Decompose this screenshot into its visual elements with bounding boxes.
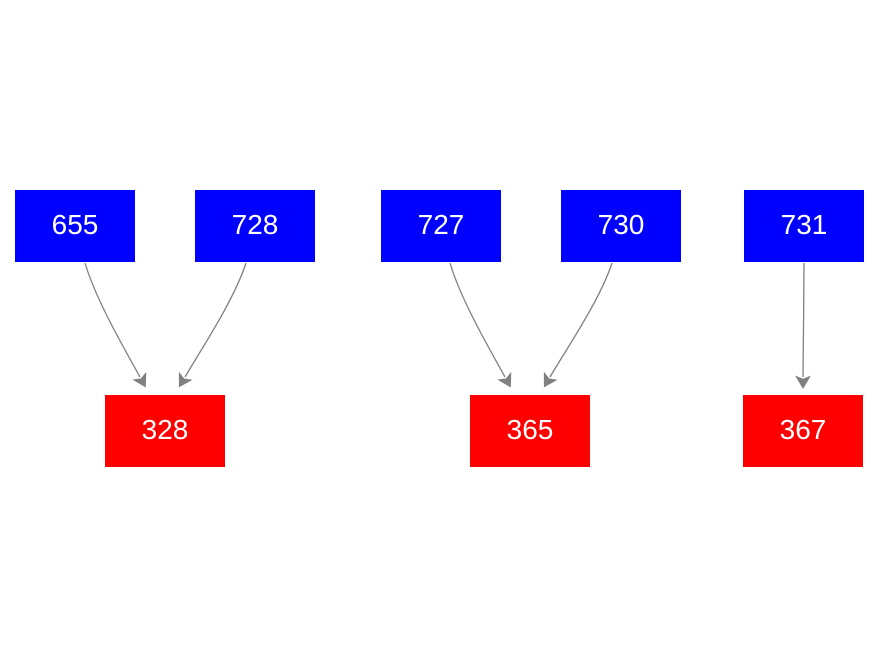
node-730[interactable]: 730	[561, 190, 681, 262]
node-727[interactable]: 727	[381, 190, 501, 262]
node-367[interactable]: 367	[743, 395, 863, 467]
node-655[interactable]: 655	[15, 190, 135, 262]
edge-727-365	[449, 262, 512, 388]
node-label: 731	[780, 209, 828, 240]
node-328[interactable]: 328	[105, 395, 225, 467]
edge-728-328	[178, 262, 247, 388]
node-728[interactable]: 728	[195, 190, 315, 262]
node-label: 328	[141, 414, 189, 445]
node-365[interactable]: 365	[470, 395, 590, 467]
node-label: 367	[779, 414, 827, 445]
node-label: 365	[506, 414, 554, 445]
node-731[interactable]: 731	[744, 190, 864, 262]
node-label: 730	[597, 209, 645, 240]
node-label: 655	[51, 209, 99, 240]
edge-655-328	[84, 262, 147, 388]
edge-731-367	[795, 262, 812, 389]
edge-730-365	[543, 262, 613, 388]
node-label: 728	[231, 209, 279, 240]
node-label: 727	[417, 209, 465, 240]
